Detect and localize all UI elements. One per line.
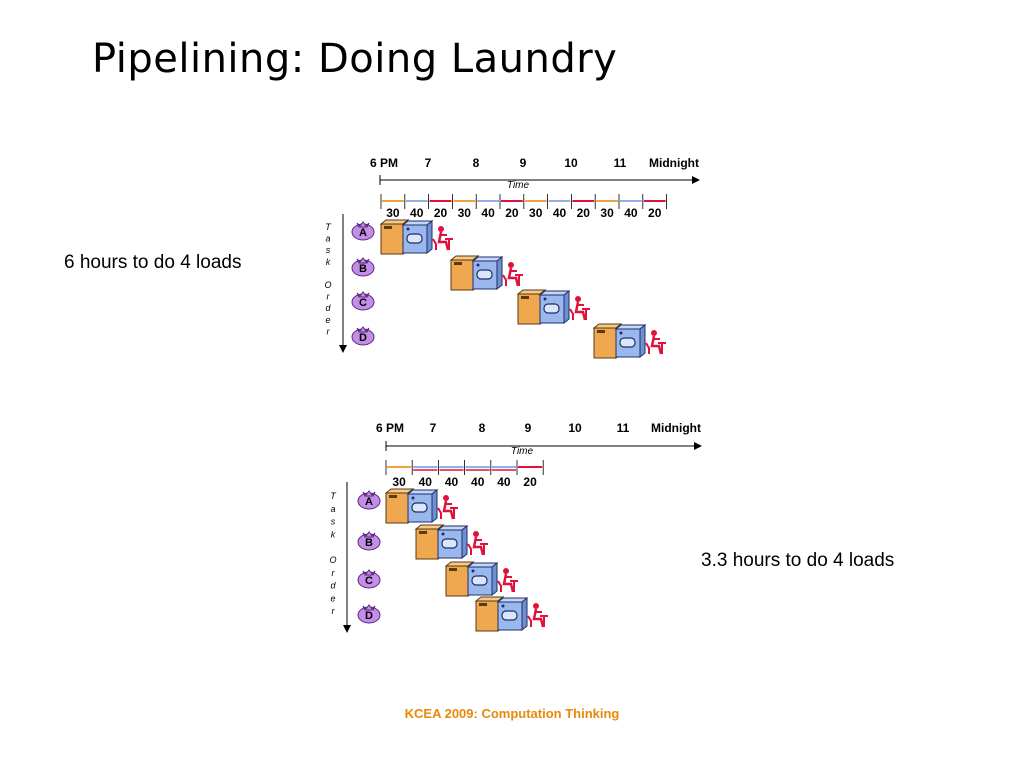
seq-order-axis-letter: r xyxy=(327,292,331,302)
pipe-time-tick: 7 xyxy=(430,421,437,435)
slide-title: Pipelining: Doing Laundry xyxy=(92,36,618,82)
seq-duration-label: 30 xyxy=(600,206,614,220)
seq-duration-label: 30 xyxy=(458,206,472,220)
pipe-order-axis-letter: T xyxy=(330,491,337,501)
seq-load-label: A xyxy=(359,227,367,239)
seq-duration-label: 30 xyxy=(386,206,400,220)
seq-duration-label: 30 xyxy=(529,206,543,220)
pipe-order-axis-letter: e xyxy=(330,593,335,603)
seq-load-label: D xyxy=(359,332,367,344)
pipe-order-axis-letter: d xyxy=(330,581,336,591)
seq-duration-label: 40 xyxy=(553,206,567,220)
pipe-dryer-icon xyxy=(437,525,468,559)
pipe-load-label: C xyxy=(365,575,373,587)
seq-time-tick: 7 xyxy=(425,156,432,170)
sequential-note: 6 hours to do 4 loads xyxy=(64,252,242,273)
seq-duration-label: 40 xyxy=(481,206,495,220)
pipe-folder-icon xyxy=(436,493,460,521)
seq-folder-icon xyxy=(568,294,592,322)
seq-folder-icon xyxy=(644,328,668,356)
seq-dryer-icon xyxy=(539,290,570,324)
pipe-duration-label: 20 xyxy=(523,475,537,489)
seq-time-tick: 6 PM xyxy=(370,156,398,170)
pipe-folder-icon xyxy=(526,601,550,629)
pipe-dryer-icon xyxy=(467,562,498,596)
seq-folder-icon xyxy=(501,260,525,288)
pipe-load-label: D xyxy=(365,610,373,622)
seq-time-tick: 8 xyxy=(473,156,480,170)
pipe-time-tick: Midnight xyxy=(651,421,701,435)
pipe-order-axis-letter: r xyxy=(332,606,336,616)
pipe-time-tick: 11 xyxy=(617,421,630,435)
seq-order-axis-letter: a xyxy=(325,234,330,244)
pipelined-note: 3.3 hours to do 4 loads xyxy=(701,550,895,571)
pipe-dryer-icon xyxy=(407,489,438,523)
pipe-time-tick: 6 PM xyxy=(376,421,404,435)
pipe-dryer-icon xyxy=(497,597,528,631)
seq-duration-label: 20 xyxy=(648,206,662,220)
seq-dryer-icon xyxy=(615,324,646,358)
seq-dryer-icon xyxy=(402,220,433,254)
seq-time-label: Time xyxy=(507,180,530,191)
seq-duration-label: 20 xyxy=(434,206,448,220)
seq-order-axis-letter: k xyxy=(326,257,331,267)
seq-order-axis-letter: O xyxy=(324,280,331,290)
seq-time-tick: 9 xyxy=(520,156,527,170)
seq-time-tick: 11 xyxy=(614,156,627,170)
seq-duration-label: 40 xyxy=(624,206,638,220)
pipe-duration-label: 40 xyxy=(445,475,459,489)
pipe-duration-label: 30 xyxy=(392,475,406,489)
seq-time-tick: Midnight xyxy=(649,156,699,170)
pipe-duration-label: 40 xyxy=(471,475,485,489)
pipe-order-axis-letter: s xyxy=(331,517,336,527)
seq-duration-label: 40 xyxy=(410,206,424,220)
pipe-load-label: B xyxy=(365,537,373,549)
seq-time-tick: 10 xyxy=(564,156,578,170)
pipe-duration-label: 40 xyxy=(497,475,511,489)
pipe-time-label: Time xyxy=(511,446,534,457)
pipe-order-axis-letter: a xyxy=(330,504,335,514)
pipe-load-label: A xyxy=(365,496,373,508)
pipe-order-axis-letter: O xyxy=(329,555,336,565)
pipe-time-tick: 10 xyxy=(568,421,582,435)
pipe-order-axis-letter: k xyxy=(331,529,336,539)
seq-dryer-icon xyxy=(472,256,503,290)
seq-load-label: B xyxy=(359,263,367,275)
seq-order-axis-letter: e xyxy=(325,315,330,325)
pipe-time-tick: 9 xyxy=(525,421,532,435)
pipe-time-tick: 8 xyxy=(479,421,486,435)
seq-order-axis-letter: s xyxy=(326,245,331,255)
pipe-folder-icon xyxy=(496,566,520,594)
pipe-folder-icon xyxy=(466,529,490,557)
seq-load-label: C xyxy=(359,297,367,309)
seq-folder-icon xyxy=(431,224,455,252)
pipe-duration-label: 40 xyxy=(419,475,433,489)
seq-order-axis-letter: T xyxy=(325,222,332,232)
slide-footer: KCEA 2009: Computation Thinking xyxy=(404,706,620,721)
pipe-order-axis-letter: r xyxy=(332,568,336,578)
seq-duration-label: 20 xyxy=(577,206,591,220)
seq-order-axis-letter: d xyxy=(325,303,331,313)
seq-order-axis-letter: r xyxy=(327,326,331,336)
seq-duration-label: 20 xyxy=(505,206,519,220)
